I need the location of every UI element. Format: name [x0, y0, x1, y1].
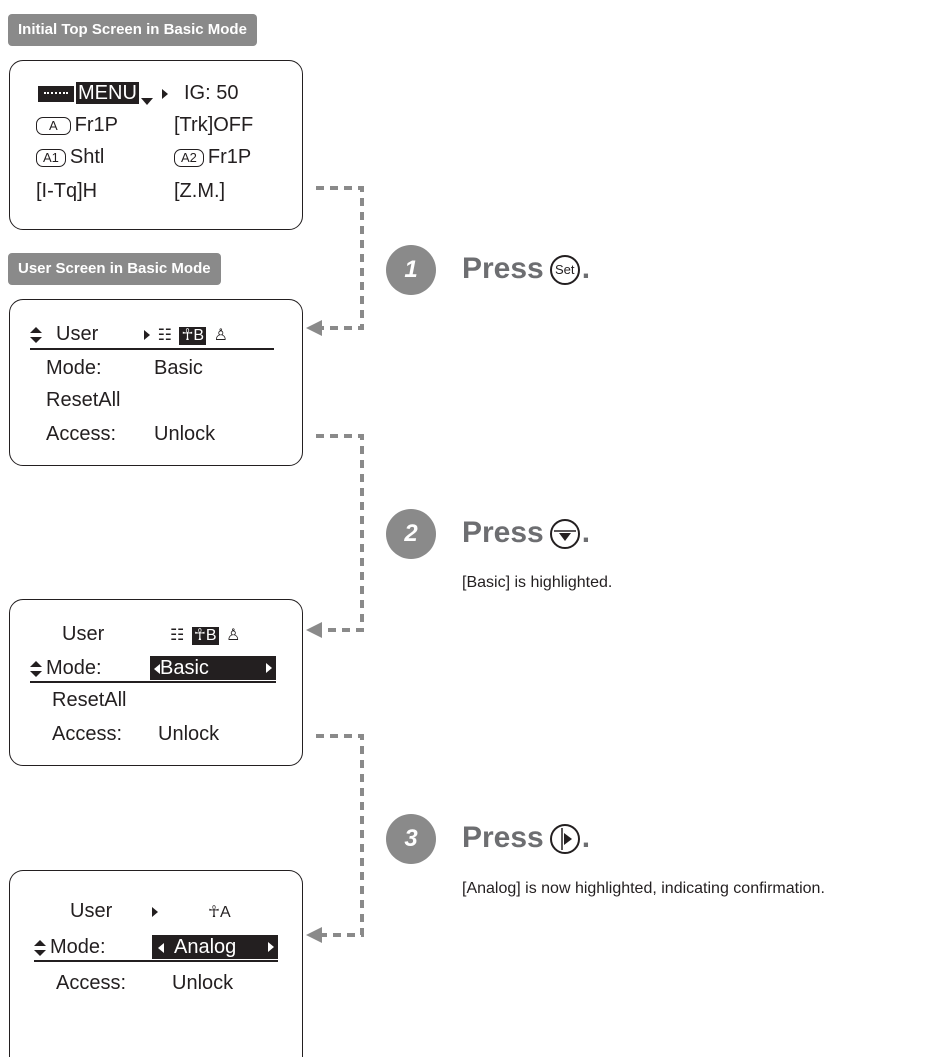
down-button-icon	[549, 519, 580, 550]
a1-value: Shtl	[69, 146, 105, 168]
s3-access-value: Unlock	[172, 972, 234, 994]
step-2-note: [Basic] is highlighted.	[462, 574, 613, 591]
arrow-right-icon	[152, 906, 158, 917]
s3-arrow	[152, 899, 158, 923]
s2-mode-label: Mode:	[46, 657, 102, 679]
arrow-left-icon	[154, 663, 160, 674]
mode-a-label: A	[219, 904, 231, 921]
s1-access-label: Access:	[46, 423, 117, 445]
s3-icon: ☥A	[206, 899, 233, 923]
mode-underline	[34, 960, 278, 962]
s1-icons: ☷ ☥B ♙	[144, 322, 230, 346]
user-screen-1: User ☷ ☥B ♙ Mode: Basic ResetAll Access:…	[9, 299, 303, 466]
arrow-right-icon	[162, 88, 169, 99]
s1-title-row: User	[30, 322, 98, 346]
s2-access-value: Unlock	[158, 723, 220, 745]
s1-mode-label: Mode:	[46, 357, 102, 379]
user-icon: ♙	[213, 327, 228, 344]
s1-reset: ResetAll	[46, 389, 121, 411]
updown-icon	[30, 326, 42, 343]
step-2-instruction: Press.	[462, 516, 591, 550]
user-icon: ♙	[226, 627, 241, 644]
s2-icons: ☷ ☥B ♙	[168, 622, 242, 646]
step-2-press: Press	[462, 516, 544, 549]
menu-label: MENU	[76, 82, 139, 104]
step-1-press: Press	[462, 252, 544, 285]
menu-row: MENU	[38, 81, 169, 105]
arrow-right-icon	[266, 663, 272, 673]
a-box-label: A	[36, 116, 71, 135]
s1-title: User	[56, 323, 99, 345]
a1-box-label: A1	[36, 148, 66, 167]
step-3-instruction: Press.	[462, 821, 591, 855]
a2-box-label: A2	[174, 148, 204, 167]
s3-mode-label: Mode:	[50, 936, 106, 958]
user-screen-3: User ☥A Mode: Analog Access: Unlock	[9, 870, 303, 1057]
s2-reset: ResetAll	[52, 689, 127, 711]
step-2-badge: 2	[386, 509, 436, 559]
title-underline	[30, 348, 274, 350]
top-screen-label: Initial Top Screen in Basic Mode	[8, 14, 257, 46]
mode-b-icon: ☥B	[191, 627, 219, 645]
arrow-left-icon	[158, 942, 164, 953]
step-1-badge: 1	[386, 245, 436, 295]
updown-icon	[34, 939, 46, 956]
menu-icon	[38, 85, 74, 102]
ig-value: IG: 50	[184, 82, 239, 104]
s1-mode-value: Basic	[154, 357, 203, 379]
list-icon: ☷	[157, 327, 172, 344]
mode-b-label: B	[193, 327, 205, 344]
user-screen-label: User Screen in Basic Mode	[8, 253, 221, 285]
trk-value: [Trk]OFF	[174, 114, 254, 136]
s3-mode-row: Mode:	[34, 935, 106, 959]
a2-value: Fr1P	[207, 146, 252, 168]
right-button-icon	[549, 824, 580, 855]
updown-icon	[30, 660, 42, 677]
set-button-icon: Set	[549, 255, 580, 286]
step-3-press: Press	[462, 821, 544, 854]
s1-access-value: Unlock	[154, 423, 216, 445]
a-value: Fr1P	[74, 114, 119, 136]
list-icon: ☷	[170, 627, 185, 644]
mode-a-icon: ☥A	[208, 904, 231, 921]
s3-mode-value: Analog	[174, 936, 237, 958]
zm-value: [Z.M.]	[174, 180, 226, 202]
s3-title: User	[70, 900, 113, 922]
mode-b-label: B	[205, 627, 217, 644]
user-screen-2: User ☷ ☥B ♙ Mode: Basic ResetAll Access:…	[9, 599, 303, 766]
step-3-note: [Analog] is now highlighted, indicating …	[462, 880, 825, 897]
arrow-right-icon	[144, 329, 150, 340]
s2-title: User	[62, 623, 105, 645]
chevron-down-icon	[140, 98, 153, 105]
arrow-right-icon	[268, 942, 274, 952]
mode-b-icon: ☥B	[179, 327, 207, 345]
itq-value: [I-Tq]H	[36, 180, 98, 202]
mode-underline	[30, 681, 276, 683]
step-3-badge: 3	[386, 814, 436, 864]
s2-mode-field: Basic	[150, 656, 276, 680]
s3-access-label: Access:	[56, 972, 127, 994]
s3-mode-field: Analog	[152, 935, 278, 959]
s2-mode-row: Mode:	[30, 656, 102, 680]
s2-mode-value: Basic	[160, 657, 209, 679]
s2-access-label: Access:	[52, 723, 123, 745]
